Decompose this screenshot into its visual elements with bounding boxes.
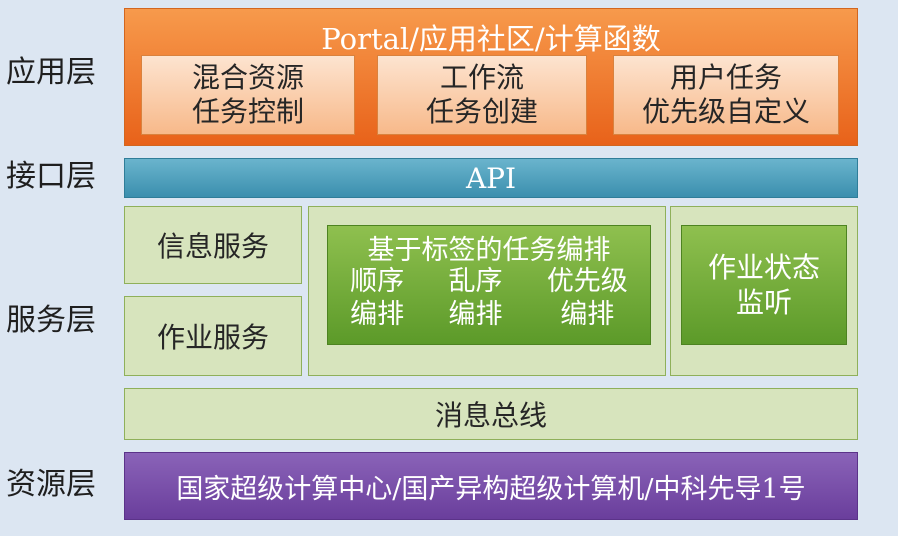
app-box-line: 任务创建 bbox=[425, 95, 538, 128]
orchestration-title: 基于标签的任务编排 bbox=[367, 234, 611, 266]
orchestration-container: 基于标签的任务编排 顺序 编排 乱序 编排 优先级 编排 bbox=[308, 206, 666, 376]
monitor-line: 作业状态 bbox=[707, 251, 820, 284]
app-box-workflow-creation: 工作流 任务创建 bbox=[377, 55, 587, 135]
job-status-monitor-box: 作业状态 监听 bbox=[681, 225, 847, 345]
message-bus: 消息总线 bbox=[124, 388, 858, 440]
application-layer: Portal/应用社区/计算函数 混合资源 任务控制 工作流 任务创建 用户任务… bbox=[124, 8, 858, 146]
layer-label-application: 应用层 bbox=[6, 55, 96, 90]
orchestration-mode-sequential: 顺序 编排 bbox=[350, 266, 404, 332]
mode-suffix: 编排 bbox=[448, 298, 503, 330]
app-box-line: 任务控制 bbox=[191, 95, 304, 128]
api-bar: API bbox=[124, 158, 858, 198]
info-service-label: 信息服务 bbox=[156, 230, 269, 263]
job-service-label: 作业服务 bbox=[156, 321, 269, 354]
app-box-line: 工作流 bbox=[439, 60, 524, 94]
layer-label-interface: 接口层 bbox=[6, 159, 96, 194]
app-box-line: 用户任务 bbox=[669, 60, 782, 94]
app-box-line: 混合资源 bbox=[191, 60, 304, 94]
job-service-box: 作业服务 bbox=[124, 296, 302, 376]
mode-name: 优先级 bbox=[546, 266, 628, 297]
orchestration-mode-priority: 优先级 编排 bbox=[547, 266, 628, 332]
info-service-box: 信息服务 bbox=[124, 206, 302, 284]
orchestration-box: 基于标签的任务编排 顺序 编排 乱序 编排 优先级 编排 bbox=[327, 225, 651, 345]
app-box-hybrid-resource-control: 混合资源 任务控制 bbox=[141, 55, 355, 135]
layer-label-service: 服务层 bbox=[6, 303, 96, 338]
layer-label-resource: 资源层 bbox=[6, 467, 96, 502]
orchestration-modes: 顺序 编排 乱序 编排 优先级 编排 bbox=[328, 266, 650, 332]
app-box-user-priority: 用户任务 优先级自定义 bbox=[613, 55, 839, 135]
mode-suffix: 编排 bbox=[560, 298, 615, 330]
application-title: Portal/应用社区/计算函数 bbox=[321, 22, 661, 56]
mode-name: 乱序 bbox=[448, 266, 503, 297]
mode-suffix: 编排 bbox=[350, 298, 405, 330]
app-box-line: 优先级自定义 bbox=[641, 95, 810, 128]
monitor-line: 监听 bbox=[735, 286, 792, 319]
mode-name: 顺序 bbox=[350, 266, 405, 297]
resource-bar: 国家超级计算中心/国产异构超级计算机/中科先导1号 bbox=[124, 452, 858, 520]
monitor-container: 作业状态 监听 bbox=[670, 206, 858, 376]
orchestration-mode-unordered: 乱序 编排 bbox=[448, 266, 502, 332]
